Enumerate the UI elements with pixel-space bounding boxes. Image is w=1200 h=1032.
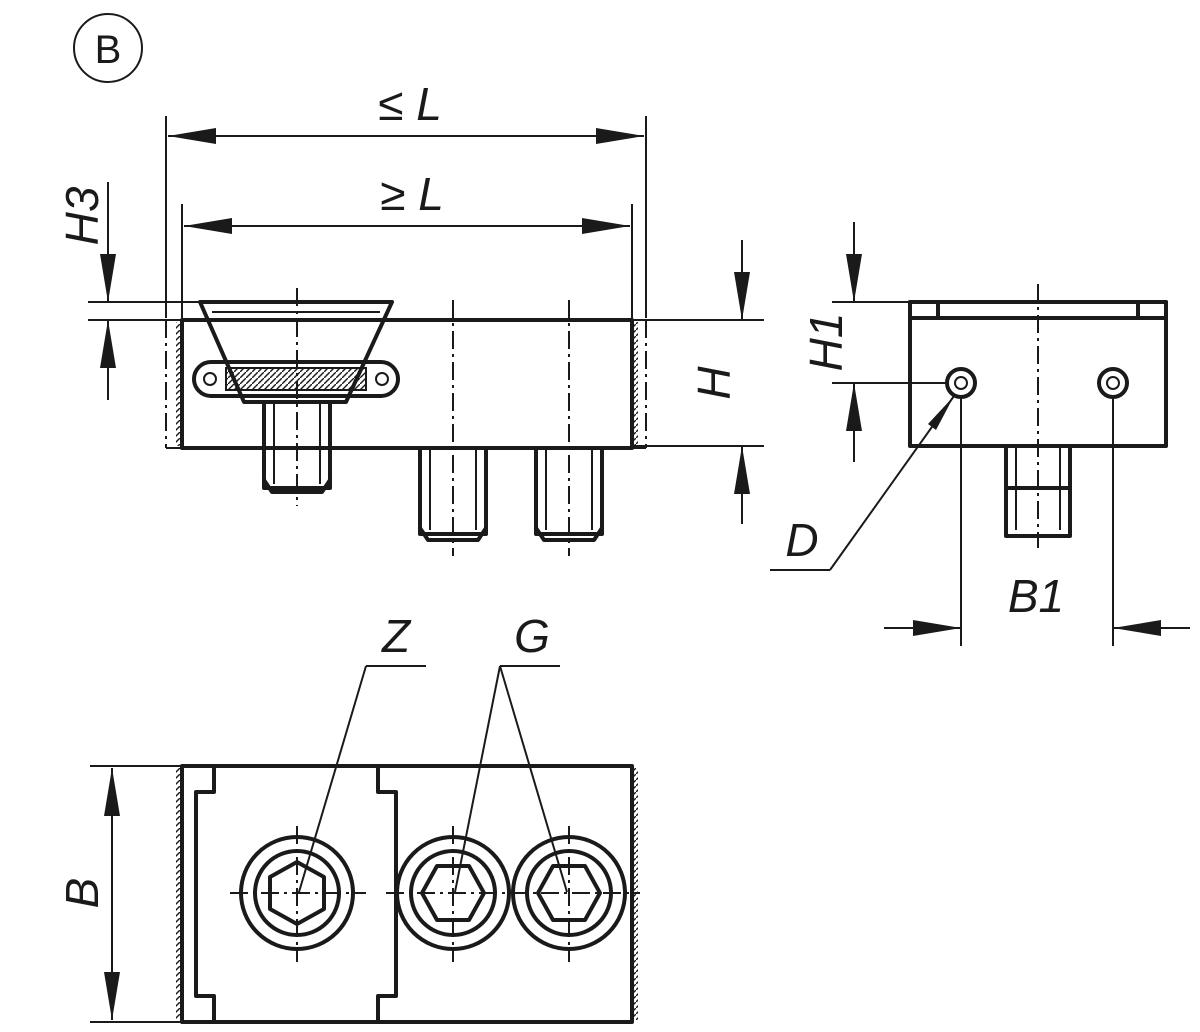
dimension-B1: B1 bbox=[884, 398, 1190, 646]
label-ge-L: ≥ L bbox=[380, 168, 444, 220]
label-H: H bbox=[688, 366, 740, 400]
top-view bbox=[176, 764, 640, 1024]
label-B: B bbox=[56, 878, 108, 909]
dimension-H1: H1 bbox=[800, 222, 948, 462]
label-le-L: ≤ L bbox=[378, 78, 442, 130]
dimension-D: D bbox=[770, 395, 955, 571]
dimension-L-max: ≤ L bbox=[165, 78, 647, 318]
dimension-H3: H3 bbox=[56, 182, 200, 400]
leader-G: G bbox=[454, 610, 568, 893]
label-D: D bbox=[785, 514, 818, 566]
side-hole-left bbox=[945, 367, 977, 399]
label-H1: H1 bbox=[800, 313, 852, 372]
screw-G2-hex bbox=[536, 864, 602, 922]
dimension-B: B bbox=[56, 765, 182, 1023]
label-G: G bbox=[514, 610, 550, 662]
view-marker-label: B bbox=[95, 28, 122, 72]
front-knurl-right bbox=[630, 322, 638, 446]
label-H3: H3 bbox=[56, 186, 108, 245]
front-knurl-left bbox=[176, 322, 184, 446]
view-marker: B bbox=[73, 13, 143, 83]
leader-Z: Z bbox=[298, 610, 426, 893]
side-hole-right bbox=[1097, 367, 1129, 399]
dimension-L-min: ≥ L bbox=[181, 168, 633, 318]
label-B1: B1 bbox=[1008, 570, 1064, 622]
side-view bbox=[908, 284, 1168, 548]
dimension-H: H bbox=[632, 240, 764, 524]
front-view bbox=[165, 288, 647, 556]
label-Z: Z bbox=[381, 610, 412, 662]
